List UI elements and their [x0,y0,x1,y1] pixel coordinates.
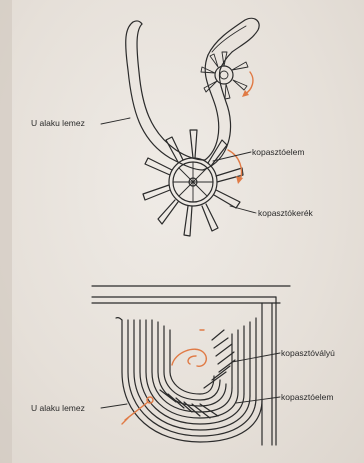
label-tooth-element-bottom: kopasztóelem [281,393,333,402]
leader-tooth-wheel [230,206,256,213]
label-trough: kopasztóvályú [281,349,335,358]
leader-u-plate-top [101,118,130,124]
leader-u-plate-bottom [101,404,127,408]
leader-tooth-element-bottom [236,397,280,403]
u-shaped-trough-layers [116,318,262,442]
label-tooth-element-top: kopasztóelem [252,148,304,157]
large-plucker-wheel [143,130,243,236]
small-plucker-wheel [201,52,248,99]
label-u-plate-bottom: U alaku lemez [31,404,85,413]
label-tooth-wheel: kopasztókerék [258,209,313,218]
label-u-plate-top: U alaku lemez [31,119,85,128]
